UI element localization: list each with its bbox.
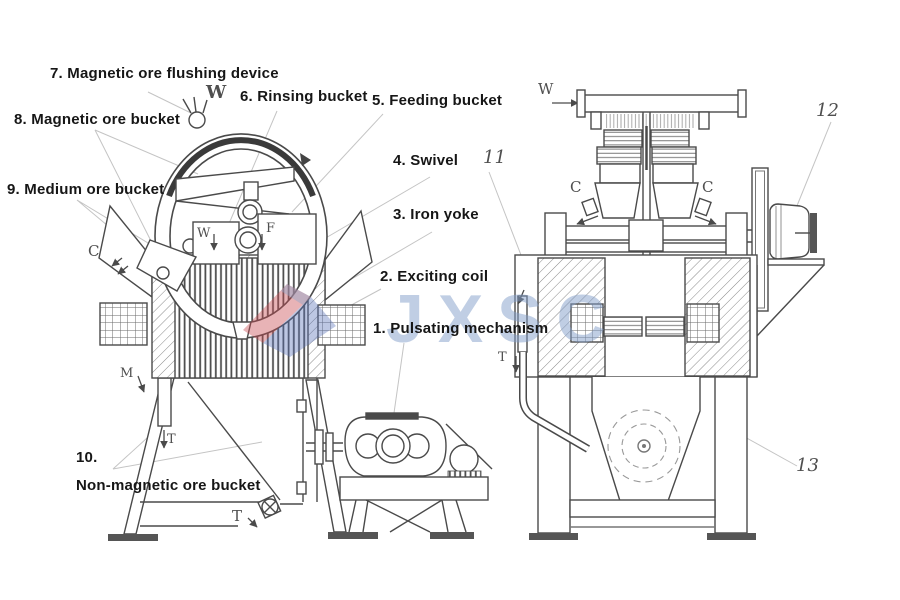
label-pulsating-mechanism: 1. Pulsating mechanism xyxy=(373,320,549,337)
feed-hoppers xyxy=(576,112,717,318)
flushing-pipe xyxy=(552,89,747,130)
flushing-device xyxy=(182,96,208,129)
marker-wash-in-swivel: W xyxy=(197,226,211,241)
medium-ore-chute xyxy=(136,239,198,292)
coil-section-left xyxy=(99,302,148,346)
ring-bottom-tab xyxy=(232,321,252,340)
marker-tailings-left-valve: T xyxy=(232,507,243,525)
right-view-base xyxy=(529,376,756,540)
marker-concentrate-right-right: C xyxy=(702,178,714,196)
label-rinsing-bucket: 6. Rinsing bucket xyxy=(240,88,368,105)
swivel-ring xyxy=(154,133,328,339)
marker-middlings-left-view: M xyxy=(120,366,134,381)
pulsating-mechanism-drawing xyxy=(306,412,493,539)
part-number-13: 13 xyxy=(796,455,819,476)
watermark-logo xyxy=(243,284,336,357)
label-non-magnetic-ore-bucket: Non-magnetic ore bucket xyxy=(76,477,261,494)
drive-wheel-motor xyxy=(751,167,825,377)
marker-concentrate-left-view: C xyxy=(88,242,100,260)
left-view-flow-arrows xyxy=(111,257,168,449)
marker-water-left-top: W xyxy=(206,82,227,103)
part-number-12: 12 xyxy=(816,100,839,121)
marker-concentrate-right-left: C xyxy=(570,178,582,196)
rotation-arrow xyxy=(300,153,311,166)
support-beam xyxy=(544,212,753,259)
ring-top-band xyxy=(166,137,316,198)
feeding-bucket-box xyxy=(257,213,317,265)
label-iron-yoke: 3. Iron yoke xyxy=(393,206,479,223)
part-number-11: 11 xyxy=(483,147,506,168)
marker-feed-in-swivel: F xyxy=(266,221,276,236)
marker-tailings-left-pipe: T xyxy=(167,432,176,447)
tailings-valve xyxy=(247,494,303,528)
label-exciting-coil: 2. Exciting coil xyxy=(380,268,489,285)
right-view-drawing xyxy=(512,89,825,540)
pulsator-stand xyxy=(339,476,489,501)
label-magnetic-ore-flushing-device: 7. Magnetic ore flushing device xyxy=(50,65,279,82)
pulsator-motor xyxy=(449,444,479,474)
label-feeding-bucket: 5. Feeding bucket xyxy=(372,92,503,109)
label-non-magnetic-ore-bucket-number: 10. xyxy=(76,449,98,466)
left-view-frame xyxy=(108,377,378,541)
label-swivel: 4. Swivel xyxy=(393,152,459,169)
marker-tailings-right-view: T xyxy=(498,350,507,365)
tailings-drain-pipe xyxy=(519,352,591,453)
coil-section-right xyxy=(317,304,366,346)
label-medium-ore-bucket: 9. Medium ore bucket xyxy=(7,181,165,198)
label-magnetic-ore-bucket: 8. Magnetic ore bucket xyxy=(14,111,181,128)
swivel-interior xyxy=(175,166,317,265)
right-view-body xyxy=(512,254,758,378)
marker-water-right-view: W xyxy=(538,80,554,98)
left-view-drawing xyxy=(98,96,378,541)
